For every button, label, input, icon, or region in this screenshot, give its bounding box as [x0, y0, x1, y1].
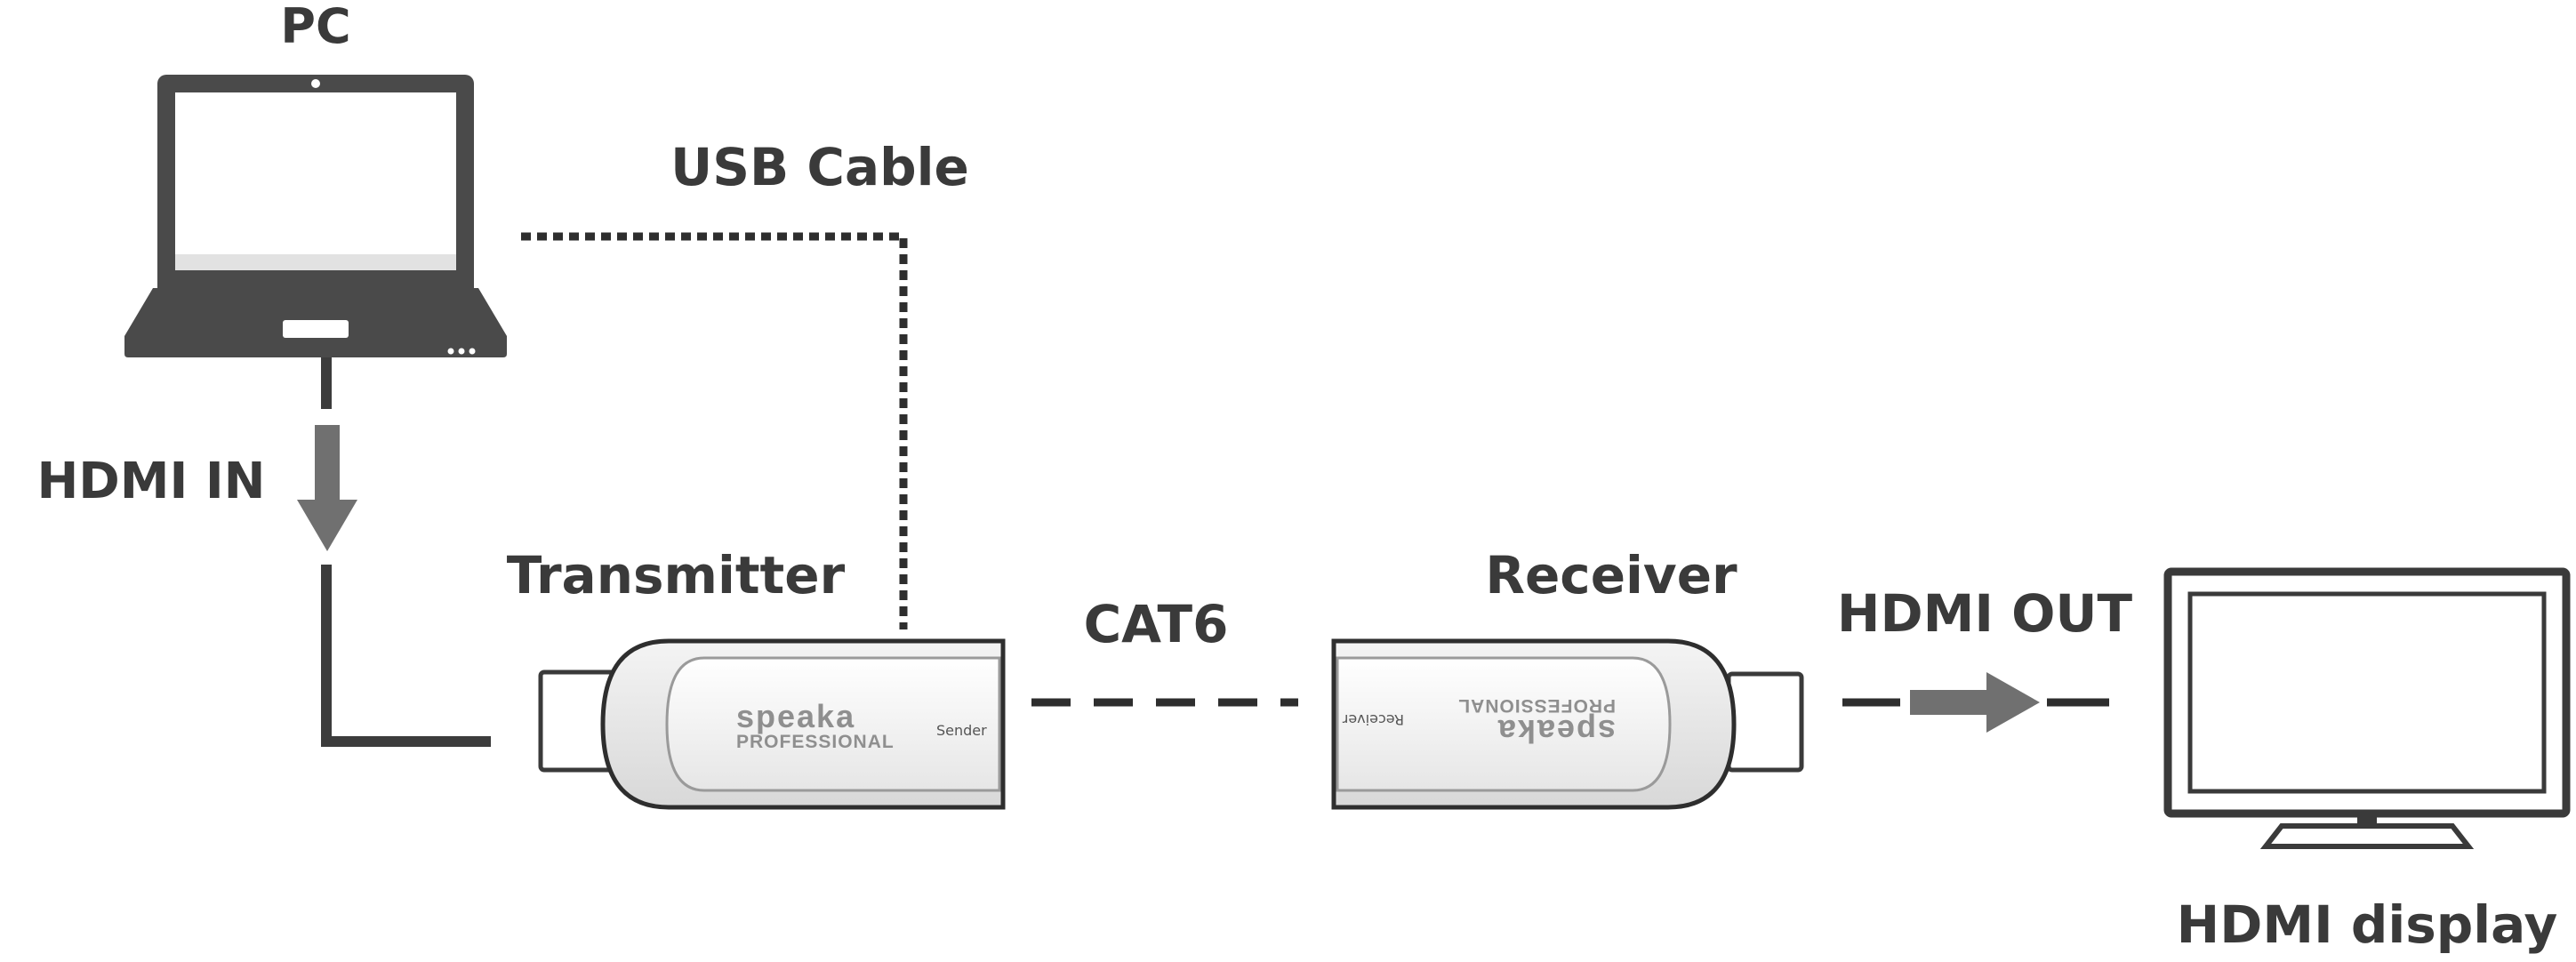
hdmi-in-arrow-icon: [297, 425, 357, 551]
hdmi-out-arrow-icon: [1910, 672, 2040, 733]
usb-cable-label: USB Cable: [670, 137, 969, 197]
cat6-label: CAT6: [1084, 594, 1229, 654]
receiver-label: Receiver: [1485, 545, 1737, 605]
usb-cable-line: [521, 232, 908, 629]
transmitter-tag: Sender: [936, 722, 987, 739]
hdmi-in-cable: [321, 357, 491, 747]
hdmi-out-label: HDMI OUT: [1837, 583, 2133, 644]
receiver-device: speaka PROFESSIONAL Receiver: [1331, 638, 1804, 810]
transmitter-brand-sub: PROFESSIONAL: [736, 732, 895, 752]
transmitter-brand: speaka: [736, 698, 855, 734]
pc-label: PC: [280, 0, 350, 54]
receiver-brand-sub: PROFESSIONAL: [1457, 695, 1616, 716]
laptop-icon: [124, 75, 507, 357]
receiver-tag: Receiver: [1342, 711, 1404, 728]
hdmi-display-label: HDMI display: [2177, 894, 2558, 955]
receiver-brand: speaka: [1497, 713, 1616, 750]
transmitter-label: Transmitter: [507, 545, 846, 605]
transmitter-device: speaka PROFESSIONAL Sender: [538, 638, 1006, 810]
hdmi-in-label: HDMI IN: [36, 453, 265, 510]
monitor-icon: [2163, 567, 2571, 849]
